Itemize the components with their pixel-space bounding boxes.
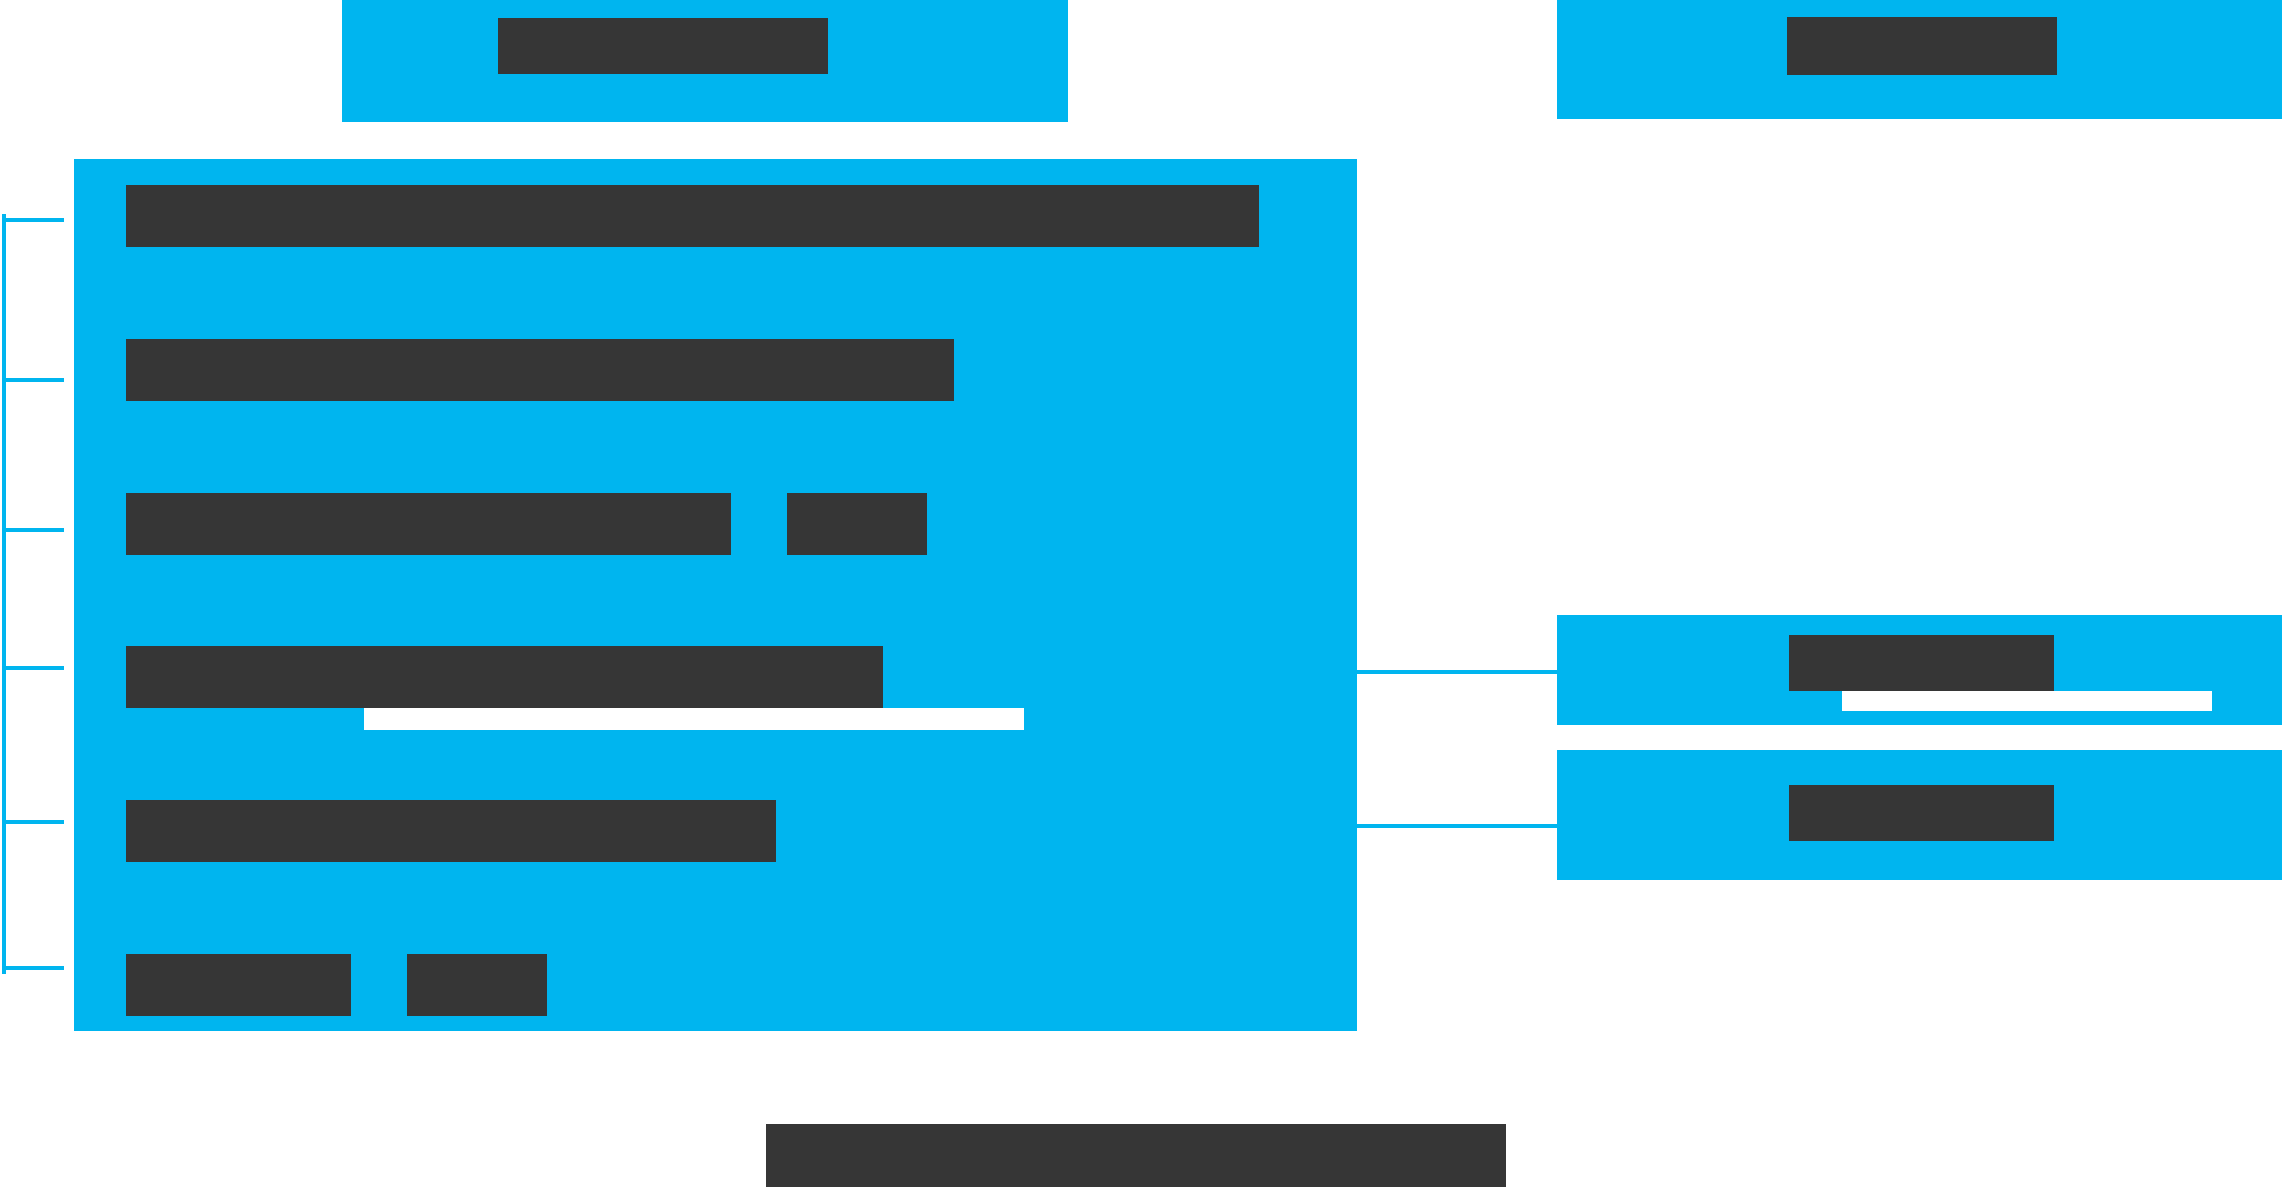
right-box-upper-label bbox=[1789, 635, 2054, 691]
top-right-header-label bbox=[1787, 17, 2057, 75]
top-left-header-label bbox=[498, 18, 828, 74]
row-3-text bbox=[126, 493, 731, 555]
left-bracket-tick-3 bbox=[2, 528, 64, 532]
right-box-upper[interactable] bbox=[1557, 615, 2282, 725]
row-6-parenthetical bbox=[407, 954, 547, 1016]
left-bracket-stem bbox=[2, 214, 6, 974]
row-5-text bbox=[126, 800, 776, 862]
row-3-parenthetical bbox=[787, 493, 927, 555]
row-4-underline bbox=[364, 708, 1024, 730]
row-6-text bbox=[126, 954, 351, 1016]
connector-to-right-box-upper bbox=[1357, 670, 1557, 674]
left-bracket-tick-4 bbox=[2, 666, 64, 670]
row-4-text bbox=[126, 646, 883, 708]
right-box-upper-underline bbox=[1842, 691, 2212, 711]
left-bracket-tick-2 bbox=[2, 378, 64, 382]
left-bracket-tick-1 bbox=[2, 218, 64, 222]
footer-bar bbox=[766, 1124, 1506, 1187]
row-1-text bbox=[126, 185, 1259, 247]
right-box-lower[interactable] bbox=[1557, 750, 2282, 880]
main-panel bbox=[74, 159, 1357, 1031]
left-bracket-tick-5 bbox=[2, 820, 64, 824]
top-right-header-box[interactable] bbox=[1557, 0, 2282, 119]
top-left-header-box[interactable] bbox=[342, 0, 1068, 122]
row-2-text bbox=[126, 339, 954, 401]
left-bracket-tick-6 bbox=[2, 966, 64, 970]
right-box-lower-label bbox=[1789, 785, 2054, 841]
connector-to-right-box-lower bbox=[1357, 824, 1557, 828]
